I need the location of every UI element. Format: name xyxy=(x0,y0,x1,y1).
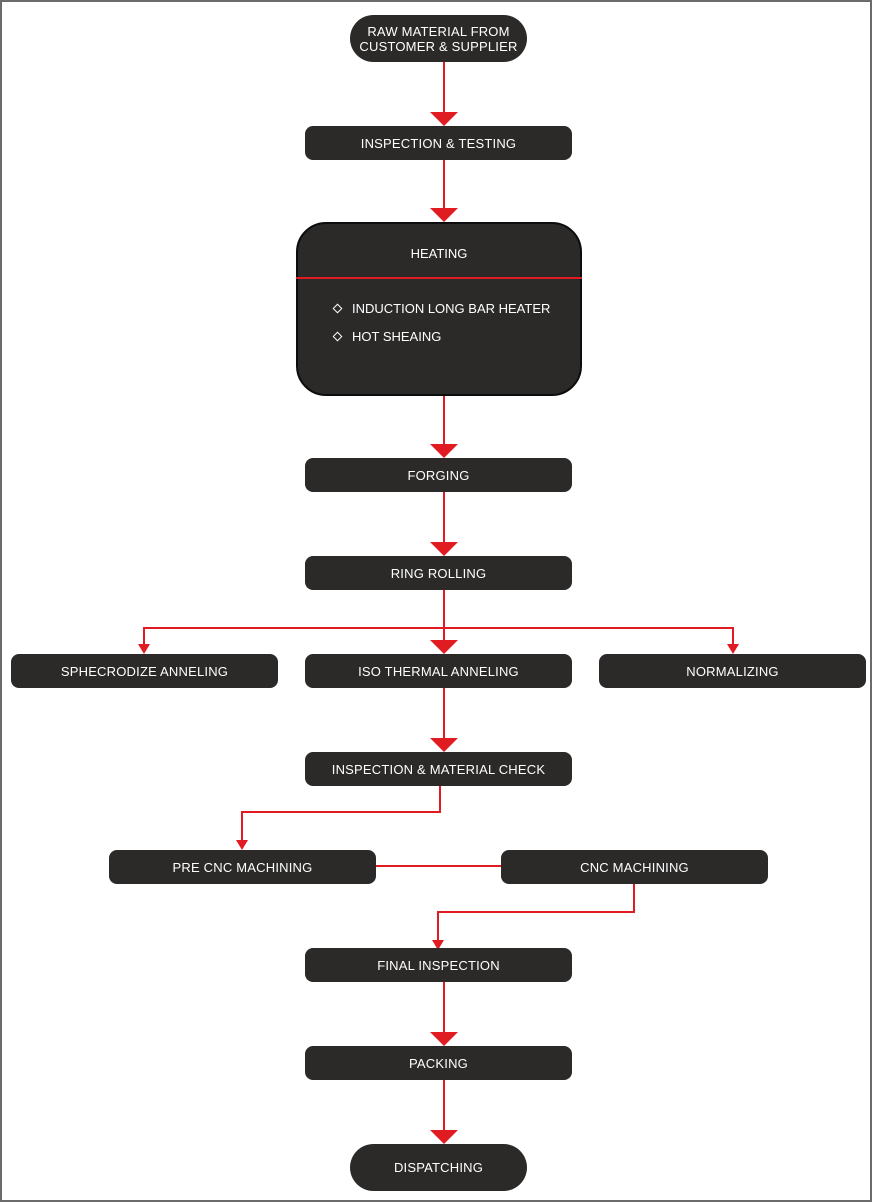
heating-item-label: INDUCTION LONG BAR HEATER xyxy=(352,300,551,316)
arrowhead-final-inspection xyxy=(432,940,444,950)
node-inspection-testing: INSPECTION & TESTING xyxy=(305,126,572,160)
diamond-bullet-icon xyxy=(332,303,343,313)
heating-divider xyxy=(296,277,582,279)
node-packing: PACKING xyxy=(305,1046,572,1080)
node-normalizing: NORMALIZING xyxy=(599,654,866,688)
arrowhead-dispatching xyxy=(430,1130,458,1144)
arrowhead-sphecrodize xyxy=(138,644,150,654)
node-heating: HEATING INDUCTION LONG BAR HEATER HOT SH… xyxy=(296,222,582,396)
node-raw-material: RAW MATERIAL FROM CUSTOMER & SUPPLIER xyxy=(350,15,527,62)
arrowhead-iso-thermal xyxy=(430,640,458,654)
heating-item-label: HOT SHEAING xyxy=(352,328,442,344)
node-ring-rolling: RING ROLLING xyxy=(305,556,572,590)
arrowhead-heating xyxy=(430,208,458,222)
node-iso-thermal-anneling: ISO THERMAL ANNELING xyxy=(305,654,572,688)
heating-list-item: INDUCTION LONG BAR HEATER xyxy=(332,294,551,322)
line-split-branches xyxy=(143,627,734,644)
line-check-to-pre-cnc xyxy=(241,786,441,840)
arrowhead-ring-rolling xyxy=(430,542,458,556)
node-dispatching: DISPATCHING xyxy=(350,1144,527,1191)
line-cnc-to-final xyxy=(437,884,635,940)
node-cnc-machining: CNC MACHINING xyxy=(501,850,768,884)
arrowhead-packing xyxy=(430,1032,458,1046)
heating-list-item: HOT SHEAING xyxy=(332,322,550,350)
node-sphecrodize-anneling: SPHECRODIZE ANNELING xyxy=(11,654,278,688)
node-inspection-material-check: INSPECTION & MATERIAL CHECK xyxy=(305,752,572,786)
arrowhead-pre-cnc xyxy=(236,840,248,850)
arrowhead-inspection-testing xyxy=(430,112,458,126)
heating-title: HEATING xyxy=(410,246,468,261)
diamond-bullet-icon xyxy=(332,331,343,341)
node-final-inspection: FINAL INSPECTION xyxy=(305,948,572,982)
arrowhead-forging xyxy=(430,444,458,458)
heating-list: INDUCTION LONG BAR HEATER HOT SHEAING xyxy=(332,294,551,350)
arrowhead-inspection-check xyxy=(430,738,458,752)
connector-arrowheads xyxy=(138,112,739,1144)
connector-lines xyxy=(143,62,734,1132)
node-pre-cnc-machining: PRE CNC MACHINING xyxy=(109,850,376,884)
node-forging: FORGING xyxy=(305,458,572,492)
arrowhead-normalizing xyxy=(727,644,739,654)
